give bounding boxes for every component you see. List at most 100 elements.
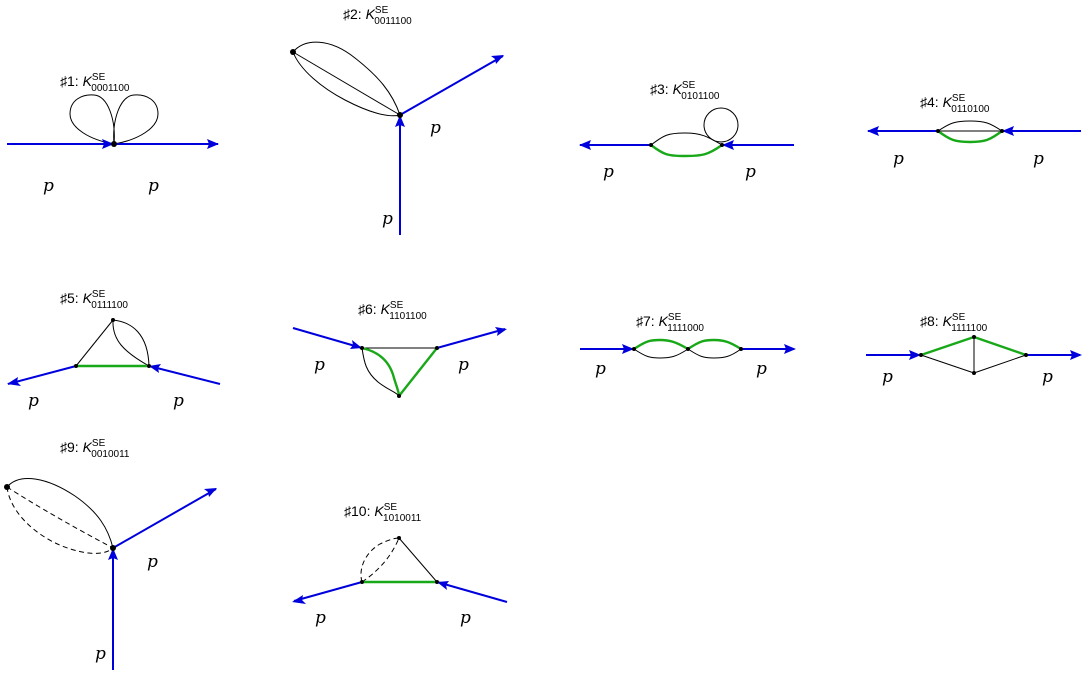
vertex-left — [360, 346, 364, 350]
vertex — [111, 141, 117, 147]
vertex-left — [632, 347, 636, 351]
tadpole-loop-right — [113, 94, 159, 145]
momentum-label-right: p — [458, 355, 469, 375]
arrow-out — [207, 139, 219, 149]
propagator-right-lower — [112, 319, 150, 367]
external-line-left — [293, 581, 363, 602]
arrow-in-left — [622, 344, 634, 354]
external-line-right — [148, 365, 221, 385]
dashed-propagator-middle — [6, 486, 114, 549]
massive-propagator-right — [398, 347, 438, 397]
vertex-left — [360, 580, 364, 584]
arrow-up — [108, 548, 118, 560]
arrow-left — [7, 377, 21, 386]
external-line-right — [436, 581, 508, 603]
massive-propagator-lower — [937, 130, 1003, 144]
momentum-label-in: p — [382, 209, 393, 229]
vertex-left — [290, 49, 296, 55]
massive-propagator-upper-right — [973, 335, 1027, 357]
arrow-in-right — [1002, 126, 1014, 136]
propagator-upper — [292, 41, 401, 116]
external-line-right — [436, 328, 506, 349]
vertex-top — [972, 335, 976, 339]
propagator-bubble2-lower — [687, 348, 742, 359]
external-line-out — [399, 55, 504, 116]
arrow-in-left — [350, 340, 362, 349]
arrow-left — [579, 140, 591, 150]
external-line-out — [112, 488, 217, 549]
propagator-left-edge — [75, 319, 114, 367]
momentum-label-out: p — [148, 176, 159, 196]
vertex-left — [74, 364, 78, 368]
vertex-bottom — [397, 394, 401, 398]
massive-propagator-bubble2-upper — [687, 338, 742, 351]
momentum-label-right: p — [1042, 367, 1053, 387]
arrow-out — [491, 55, 504, 64]
propagator-right-edge — [398, 537, 438, 583]
propagator-lower-left — [920, 354, 975, 374]
vertex-right — [110, 545, 116, 551]
arrow-in-right — [149, 364, 161, 373]
arrow-out — [204, 488, 217, 497]
momentum-label-left: p — [893, 149, 904, 169]
propagator-lower — [292, 51, 401, 117]
dashed-propagator-lower — [6, 486, 114, 554]
massive-propagator-lower — [650, 144, 723, 158]
arrow-out-right — [495, 327, 507, 336]
arrow-in-left — [909, 350, 921, 360]
momentum-label-right: p — [460, 608, 471, 628]
momentum-label-left: p — [28, 391, 39, 411]
propagator-upper — [6, 478, 114, 549]
vertex-right — [739, 347, 743, 351]
vertex-right — [720, 143, 724, 147]
dashed-propagator-right — [361, 537, 400, 583]
arrow-out-left — [292, 595, 306, 604]
dashed-propagator-left — [360, 537, 400, 583]
tadpole-loop — [703, 107, 739, 143]
momentum-label-in: p — [95, 644, 106, 664]
vertex-right — [435, 580, 439, 584]
vertex-left — [649, 143, 653, 147]
vertex-bottom — [972, 371, 976, 375]
vertex-top — [111, 318, 115, 322]
arrow-in-right — [722, 140, 734, 150]
vertex-middle — [686, 347, 690, 351]
vertex-left — [919, 353, 923, 357]
propagator-lower-right — [973, 354, 1027, 374]
external-line-left — [7, 365, 77, 385]
momentum-label-out: p — [430, 118, 441, 138]
momentum-label-in: p — [43, 176, 54, 196]
momentum-label-right: p — [173, 391, 184, 411]
momentum-label-out: p — [147, 552, 158, 572]
momentum-label-left: p — [595, 359, 606, 379]
momentum-label-right: p — [1033, 149, 1044, 169]
tadpole-loop-left — [69, 94, 115, 145]
massive-propagator-bubble1-upper — [633, 338, 689, 351]
propagator-upper — [937, 120, 1003, 132]
momentum-label-right: p — [756, 359, 767, 379]
vertex-top — [397, 536, 401, 540]
arrow-out-right — [1070, 350, 1082, 360]
massive-propagator-left-inner — [361, 346, 401, 397]
momentum-label-left: p — [882, 367, 893, 387]
momentum-label-left: p — [315, 608, 326, 628]
momentum-label-left: p — [314, 355, 325, 375]
vertex-left — [936, 129, 940, 133]
